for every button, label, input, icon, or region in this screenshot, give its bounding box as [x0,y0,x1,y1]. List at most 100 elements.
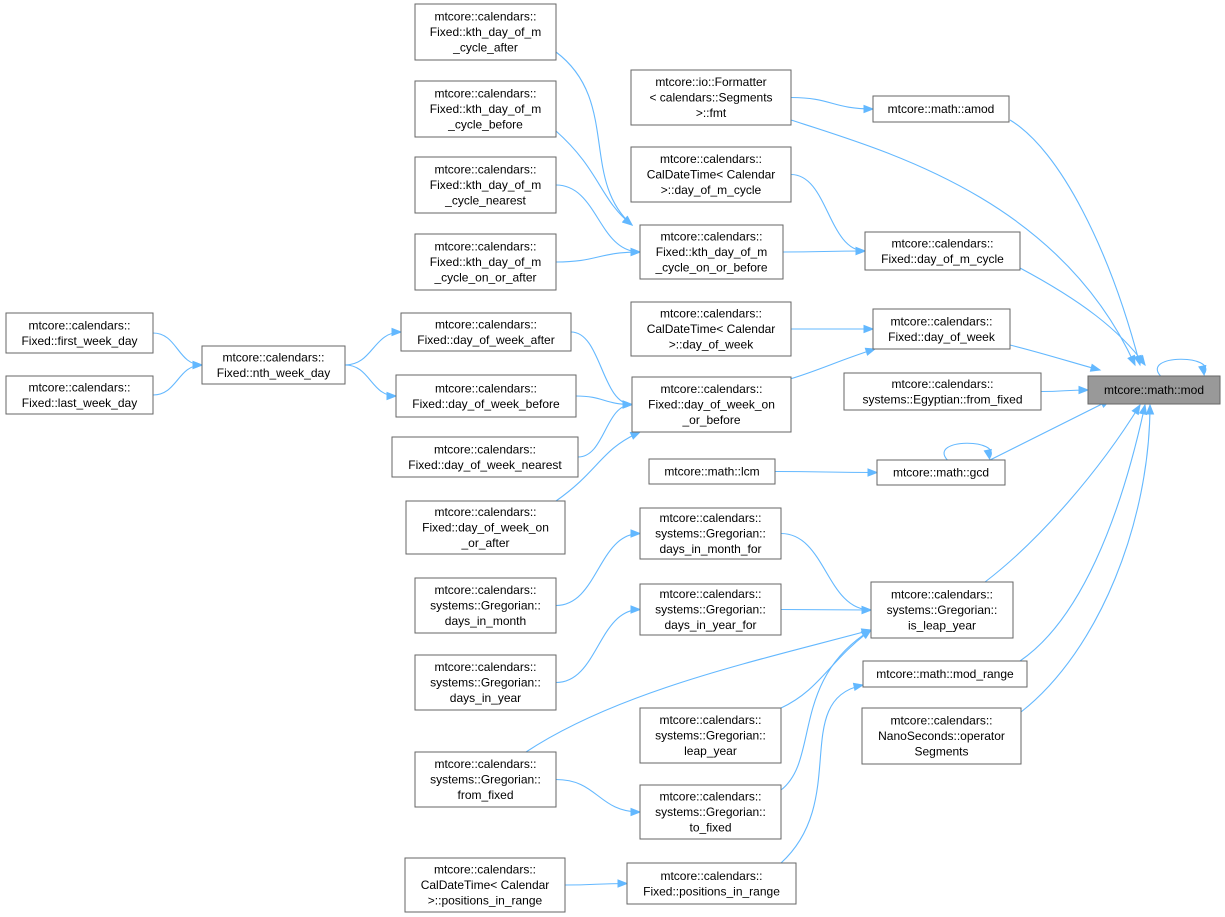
edge-line [789,348,876,380]
edge-kth_before-to-kth_onbefore [555,130,634,226]
node-pir[interactable]: mtcore::calendars::Fixed::positions_in_r… [626,862,797,905]
node-kth-before[interactable]: mtcore::calendars::Fixed::kth_day_of_m_c… [414,80,557,138]
arrowhead-icon [867,468,879,477]
node-dim[interactable]: mtcore::calendars::systems::Gregorian::d… [414,577,557,634]
arrowhead-icon [622,400,634,409]
node-dow-onafter[interactable]: mtcore::calendars::Fixed::day_of_week_on… [405,500,566,555]
node-label-line: Segments [914,745,968,759]
node-box [639,224,784,280]
node-label-line: mtcore::calendars:: [434,660,536,674]
node-box [630,301,792,357]
node-last-wd[interactable]: mtcore::calendars::Fixed::last_week_day [5,375,154,415]
edge-line [984,404,1141,583]
node-box [648,458,776,485]
edge-cdt_dow-to-dow [791,324,875,334]
node-cdt-dmc[interactable]: mtcore::calendars::CalDateTime< Calendar… [630,146,792,203]
node-amod[interactable]: mtcore::math::amod [872,95,1010,123]
node-box [870,581,1014,639]
node-nth[interactable]: mtcore::calendars::Fixed::nth_week_day [201,345,346,385]
node-label-line: mtcore::calendars:: [434,505,536,519]
node-kth-nearest[interactable]: mtcore::calendars::Fixed::kth_day_of_m_c… [414,156,557,214]
node-dow-nearest[interactable]: mtcore::calendars::Fixed::day_of_week_ne… [391,436,579,478]
node-diy[interactable]: mtcore::calendars::systems::Gregorian::d… [414,654,557,711]
node-label-line: mtcore::calendars:: [435,317,537,331]
node-box [639,707,782,764]
node-label-line: Fixed::nth_week_day [217,366,330,380]
node-cdt-pir[interactable]: mtcore::calendars::CalDateTime< Calendar… [404,857,566,913]
edge-nth-to-dow_before [344,364,398,401]
edge-line [555,431,641,502]
edge-line [577,403,633,458]
edge-line [555,51,633,226]
edge-line [1020,404,1151,713]
node-dimf[interactable]: mtcore::calendars::systems::Gregorian::d… [639,507,782,560]
edge-dow_nearest-to-dow_onbefore [577,400,634,458]
edge-line [780,629,872,709]
node-box [862,660,1028,688]
node-box [639,784,782,840]
node-to-fixed[interactable]: mtcore::calendars::systems::Gregorian::t… [639,784,782,840]
edge-line [344,364,397,397]
node-label-line: CalDateTime< Calendar [647,322,776,336]
node-label-line: mtcore::calendars:: [434,10,536,24]
node-label-line: systems::Gregorian:: [887,603,998,617]
node-label-line: mtcore::io::Formatter [655,75,766,89]
node-label-line: Fixed::positions_in_range [643,884,780,898]
node-dow[interactable]: mtcore::calendars::Fixed::day_of_week [872,308,1011,350]
node-kth-onbefore[interactable]: mtcore::calendars::Fixed::kth_day_of_m_c… [639,224,784,280]
edge-to_fixed-to-leap [780,629,873,791]
node-fmt[interactable]: mtcore::io::Formatter< calendars::Segmen… [630,69,792,126]
node-kth-onafter[interactable]: mtcore::calendars::Fixed::kth_day_of_m_c… [414,233,557,291]
node-label-line: mtcore::math::mod_range [876,667,1014,681]
edge-line [152,364,203,396]
node-label-line: Fixed::day_of_week [888,330,996,344]
node-cdt-dow[interactable]: mtcore::calendars::CalDateTime< Calendar… [630,301,792,357]
node-box [414,80,557,138]
edge-line [555,251,641,263]
node-box [876,459,1006,486]
edge-line [1019,404,1146,662]
node-label-line: _or_before [681,413,740,427]
node-box [414,156,557,214]
node-mod[interactable]: mtcore::math::mod [1087,375,1221,405]
node-label-line: NanoSeconds::operator [878,729,1005,743]
edge-from_fixed-to-to_fixed [555,778,642,817]
node-label-line: >::positions_in_range [428,894,543,908]
node-dow-after[interactable]: mtcore::calendars::Fixed::day_of_week_af… [400,312,572,352]
node-nano[interactable]: mtcore::calendars::NanoSeconds::operator… [861,707,1022,765]
arrowhead-icon [863,324,875,334]
node-dow-before[interactable]: mtcore::calendars::Fixed::day_of_week_be… [395,374,577,418]
edge-cdt_dmc-to-dom_cycle [790,173,867,256]
node-leap[interactable]: mtcore::calendars::systems::Gregorian::i… [870,581,1014,639]
node-dom-cycle[interactable]: mtcore::calendars::Fixed::day_of_m_cycle [864,231,1021,271]
node-label-line: Fixed::kth_day_of_m [430,25,541,39]
arrowhead-icon [1078,385,1090,395]
node-box [1087,375,1221,405]
node-kth-after[interactable]: mtcore::calendars::Fixed::kth_day_of_m_c… [414,3,557,61]
edge-leap-to-mod [984,403,1141,583]
node-modrange[interactable]: mtcore::math::mod_range [862,660,1028,688]
node-leap-year[interactable]: mtcore::calendars::systems::Gregorian::l… [639,707,782,764]
node-label-line: mtcore::calendars:: [434,757,536,771]
edge-line [1019,267,1146,366]
node-diyf[interactable]: mtcore::calendars::systems::Gregorian::d… [639,583,782,636]
node-dow-onbefore[interactable]: mtcore::calendars::Fixed::day_of_week_on… [631,376,792,433]
edge-line [1156,358,1207,377]
node-gcd[interactable]: mtcore::math::gcd [876,459,1006,486]
edge-line [780,629,872,791]
node-label-line: mtcore::calendars:: [222,350,324,364]
node-box [872,95,1010,123]
node-label-line: Fixed::day_of_m_cycle [881,252,1004,266]
node-label-line: >::day_of_week [669,338,754,352]
node-box [400,312,572,352]
node-egypt[interactable]: mtcore::calendars::systems::Egyptian::fr… [843,372,1042,411]
node-label-line: mtcore::calendars:: [660,869,762,883]
arrowhead-icon [1127,354,1136,367]
edge-gcd-to-gcd [943,442,992,461]
node-box [639,583,782,636]
node-lcm[interactable]: mtcore::math::lcm [648,458,776,485]
node-from-fixed[interactable]: mtcore::calendars::systems::Gregorian::f… [414,751,557,808]
node-first-wd[interactable]: mtcore::calendars::Fixed::first_week_day [5,312,154,354]
node-box [201,345,346,385]
edge-line [555,608,641,684]
